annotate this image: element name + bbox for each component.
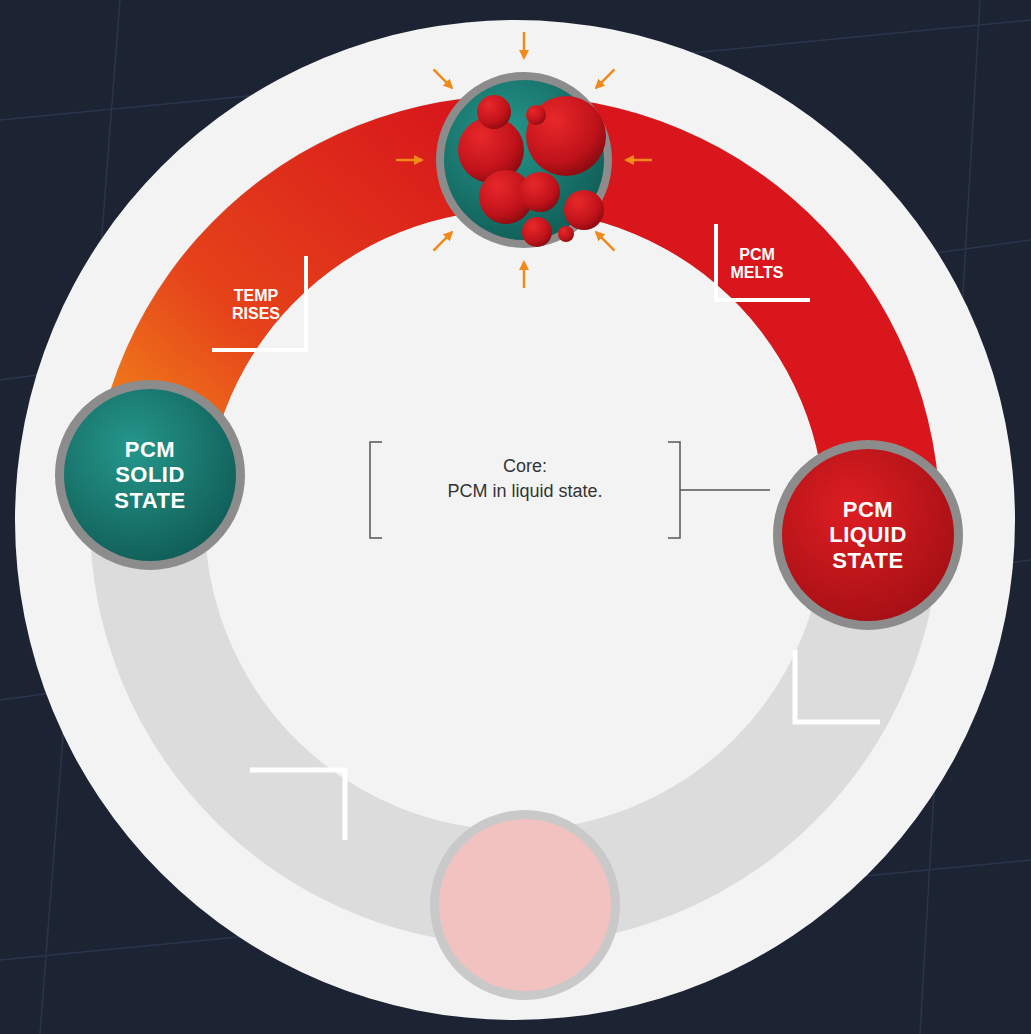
- callout-heading: Core:: [503, 456, 547, 478]
- tab-outline: [250, 770, 345, 840]
- pcm-sphere: [477, 95, 511, 129]
- bracket-right: [668, 442, 680, 538]
- capsule: [440, 76, 608, 244]
- step-label: TEMP RISES: [232, 287, 280, 324]
- pcm-sphere: [526, 105, 546, 125]
- pcm-spheres: [458, 95, 606, 247]
- cooling-state-circle: [435, 815, 616, 996]
- heat-arrow: [433, 69, 451, 87]
- liquid-state-circle: PCM LIQUID STATE: [773, 440, 963, 630]
- circle-shape: [60, 385, 241, 566]
- pcm-sphere: [564, 190, 604, 230]
- pcm-sphere: [526, 96, 606, 176]
- pcm-sphere: [520, 172, 560, 212]
- heat-arrow: [523, 262, 526, 288]
- pcm-sphere: [558, 226, 574, 242]
- state-label: PCM LIQUID STATE: [829, 497, 907, 573]
- pcm-sphere: [522, 217, 552, 247]
- heat-arrow: [596, 69, 614, 87]
- bracket: [370, 442, 770, 538]
- heat-arrow: [433, 232, 451, 250]
- circle-shape: [778, 445, 959, 626]
- tab-outline: [212, 256, 306, 350]
- background-disc: [15, 20, 1015, 1020]
- leader-line: [680, 489, 770, 491]
- step-label: PCM MELTS: [730, 246, 783, 283]
- tab-outline: [795, 650, 880, 722]
- callout-text: PCM in liquid state.: [447, 481, 602, 503]
- solid-state-circle: PCM SOLID STATE: [55, 380, 245, 570]
- tab-outline: [716, 224, 810, 300]
- heat-arrow: [523, 32, 526, 58]
- heat-arrows: [396, 32, 652, 288]
- bracket-left: [370, 442, 382, 538]
- heat-arrow: [596, 232, 614, 250]
- heat-arrow: [396, 159, 422, 162]
- heat-arrow: [626, 159, 652, 162]
- state-label: PCM SOLID STATE: [114, 437, 185, 513]
